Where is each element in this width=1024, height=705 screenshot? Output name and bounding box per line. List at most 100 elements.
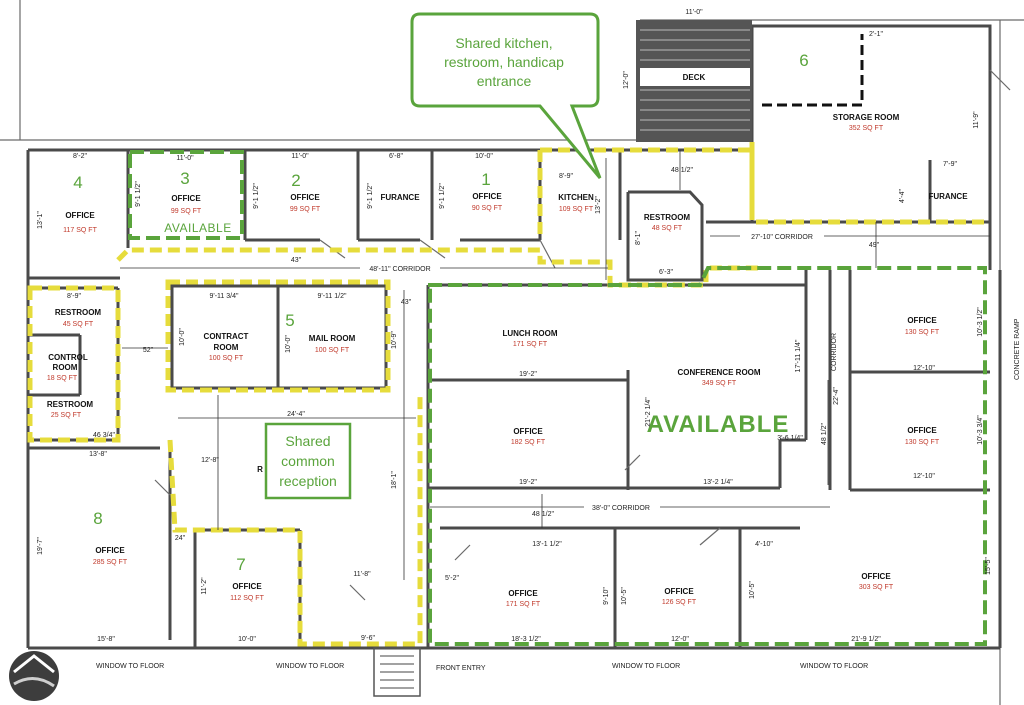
- room-office-3-name: OFFICE: [171, 194, 201, 203]
- callout-kitchen-line-3: entrance: [477, 73, 532, 89]
- dim-label: 43": [291, 257, 302, 264]
- room-office-4-area: 117 SQ FT: [63, 227, 97, 234]
- dim-label: 10'-5": [621, 587, 628, 605]
- dim-label: 11'-8": [353, 571, 371, 578]
- concrete-ramp-label: CONCRETE RAMP: [1014, 318, 1021, 380]
- dim-label: 52": [143, 347, 154, 354]
- window-label-4: WINDOW TO FLOOR: [800, 663, 868, 670]
- room-office-b1-name: OFFICE: [508, 589, 538, 598]
- dim-label: 48 1/2": [821, 423, 828, 445]
- room-office-7-area: 112 SQ FT: [230, 595, 264, 602]
- dim-label: 48 1/2": [671, 167, 693, 174]
- dim-label: 11'-0": [685, 9, 703, 16]
- dim-label: 5'-2": [445, 575, 459, 582]
- callout-kitchen: Shared kitchen, restroom, handicap entra…: [410, 12, 602, 179]
- room-reception-partial: R: [257, 465, 263, 474]
- room-office-r1-area: 130 SQ FT: [905, 329, 940, 336]
- room-furnace-2-name: FURANCE: [928, 192, 968, 201]
- dim-label: 8'-2": [73, 153, 87, 160]
- deck-label: DECK: [683, 73, 706, 82]
- room-office-3-area: 99 SQ FT: [171, 208, 202, 215]
- dim-label: 9'-1 1/2": [253, 183, 260, 209]
- room-restroom-a-name: RESTROOM: [55, 308, 102, 317]
- callout-reception-line-2: common: [281, 453, 335, 469]
- storage-dashed-line: [762, 34, 864, 107]
- corridor-48-11: 48'-11" CORRIDOR: [369, 266, 430, 273]
- dim-label: 4'-4": [899, 189, 906, 203]
- dim-label: 22'-4": [833, 387, 840, 405]
- window-label-3: WINDOW TO FLOOR: [612, 663, 680, 670]
- corridor-27-10: 27'-10" CORRIDOR: [751, 234, 813, 241]
- dim-label: 48 1/2": [532, 511, 554, 518]
- room-office-4-name: OFFICE: [65, 211, 95, 220]
- dim-label: 4'-10": [755, 541, 773, 548]
- room-office-b2-area: 126 SQ FT: [662, 599, 697, 606]
- room-contract-name-2: ROOM: [214, 343, 239, 352]
- suite-3-available: AVAILABLE: [164, 221, 231, 235]
- exterior-features: FRONT ENTRY WINDOW TO FLOOR WINDOW TO FL…: [96, 318, 1021, 697]
- corridor-labels: 48'-11" CORRIDOR 27'-10" CORRIDOR 38'-0"…: [360, 231, 838, 512]
- suite-number-4: 4: [73, 173, 82, 192]
- room-office-2-area: 99 SQ FT: [290, 206, 321, 213]
- room-kitchen-name: KITCHEN: [558, 193, 594, 202]
- dim-label: 10'-9": [391, 331, 398, 349]
- window-label-2: WINDOW TO FLOOR: [276, 663, 344, 670]
- dim-label: 9'-11 1/2": [318, 293, 348, 300]
- room-office-b3-name: OFFICE: [861, 572, 891, 581]
- dim-label: 9'-11 3/4": [210, 293, 240, 300]
- room-lunch-area: 171 SQ FT: [513, 341, 548, 348]
- suite-number-1: 1: [481, 170, 490, 189]
- dim-label: 10'-5": [749, 581, 756, 599]
- room-control-area: 18 SQ FT: [47, 375, 78, 382]
- suite-number-6: 6: [799, 51, 808, 70]
- dim-label: 13'-2 1/4": [703, 479, 733, 486]
- room-office-r2-name: OFFICE: [907, 426, 937, 435]
- suite-outlines: [27, 142, 990, 647]
- room-mail-area: 100 SQ FT: [315, 347, 350, 354]
- dim-label: 10'-0": [285, 335, 292, 353]
- dim-label: 11'-0": [291, 153, 309, 160]
- room-office-b3-area: 303 SQ FT: [859, 584, 894, 591]
- room-restroom-b-name: RESTROOM: [47, 400, 94, 409]
- callout-reception: Shared common reception: [264, 422, 352, 500]
- dim-label: 15'-8": [97, 636, 115, 643]
- brand-logo: [9, 651, 59, 701]
- room-lunch-name: LUNCH ROOM: [502, 329, 557, 338]
- dimension-labels: 11'-0" 12'-0" 2'-1" 11'-9" 7'-9" 4'-4" 8…: [37, 9, 992, 643]
- room-conference-area: 349 SQ FT: [702, 380, 737, 387]
- dim-label: 12'-0": [623, 71, 630, 89]
- dim-label: 11'-2": [201, 577, 208, 595]
- deck: DECK: [636, 20, 752, 142]
- dim-label: 10'-3 3/4": [977, 415, 984, 445]
- dim-label: 12'-10": [913, 473, 935, 480]
- dim-label: 8'-9": [67, 293, 81, 300]
- dim-label: 17'-11 1/4": [795, 339, 802, 372]
- room-restroom-top-area: 48 SQ FT: [652, 225, 683, 232]
- dim-label: 6'-3": [659, 269, 673, 276]
- room-office-8-area: 285 SQ FT: [93, 559, 128, 566]
- dim-label: 10'-0": [475, 153, 493, 160]
- dim-label: 19'-7": [37, 537, 44, 555]
- room-restroom-b-area: 25 SQ FT: [51, 412, 82, 419]
- dim-label: 12'-8": [201, 457, 219, 464]
- dim-label: 15'-5": [985, 557, 992, 575]
- room-labels: 4 OFFICE 117 SQ FT 3 OFFICE 99 SQ FT AVA…: [47, 51, 968, 608]
- room-office-1-name: OFFICE: [472, 192, 502, 201]
- dim-label: 13'-1 1/2": [532, 541, 562, 548]
- room-office-b2-name: OFFICE: [664, 587, 694, 596]
- room-office-8-name: OFFICE: [95, 546, 125, 555]
- front-entry-label: FRONT ENTRY: [436, 665, 486, 672]
- dim-label: 7'-9": [943, 161, 957, 168]
- dim-label: 13'-1": [37, 211, 44, 229]
- dim-label: 21'-9 1/2": [851, 636, 881, 643]
- suite-number-3: 3: [180, 169, 189, 188]
- room-office-b1-area: 171 SQ FT: [506, 601, 541, 608]
- dim-label: 10'-3 1/2": [977, 307, 984, 337]
- corridor-38-0: 38'-0" CORRIDOR: [592, 505, 650, 512]
- suite-3-outline: [128, 150, 244, 240]
- dim-label: 24'-4": [287, 411, 305, 418]
- dim-label: 12'-0": [671, 636, 689, 643]
- room-contract-area: 100 SQ FT: [209, 355, 244, 362]
- room-kitchen-area: 109 SQ FT: [559, 206, 594, 213]
